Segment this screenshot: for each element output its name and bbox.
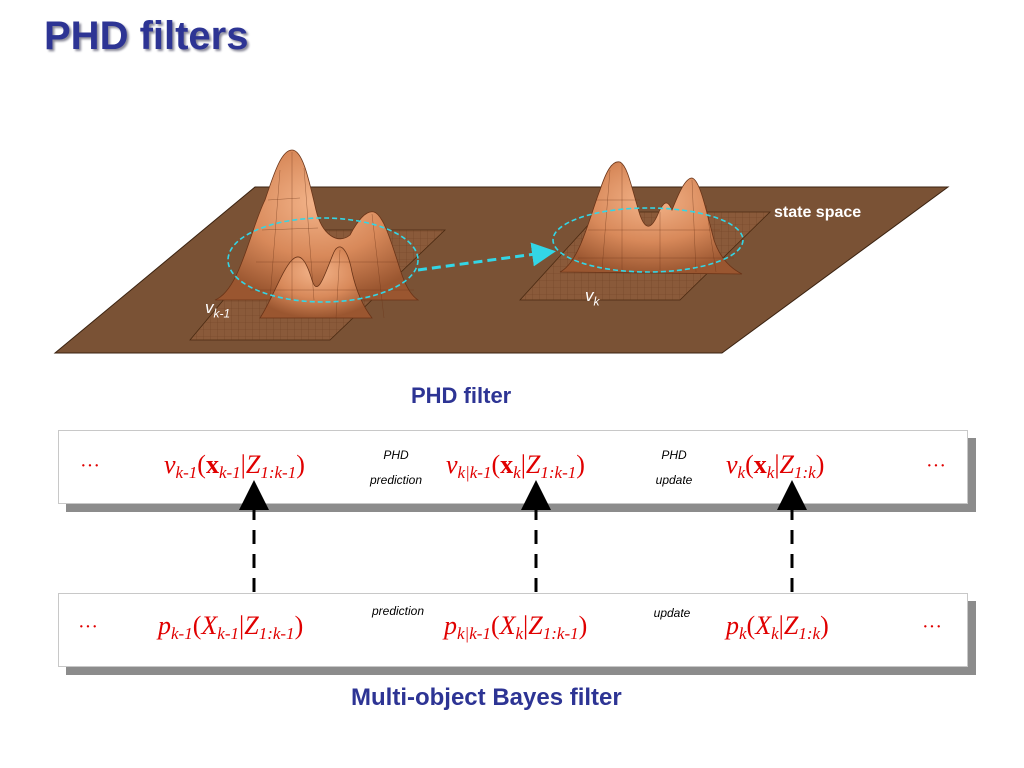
phd-prediction-label-top: PHD bbox=[383, 448, 409, 462]
bayes-term-prev: pk-1(Xk-1|Z1:k-1) bbox=[158, 611, 304, 643]
phd-filter-caption: PHD filter bbox=[411, 383, 512, 408]
bayes-filter-caption: Multi-object Bayes filter bbox=[351, 684, 622, 711]
region-ellipse-curr bbox=[552, 207, 744, 273]
phd-prediction-label-bottom: prediction bbox=[369, 473, 423, 487]
bayes-leading-dots: ··· bbox=[78, 616, 98, 638]
phd-term-prev: vk-1(xk-1|Z1:k-1) bbox=[164, 450, 305, 482]
bayes-filter-box bbox=[58, 593, 968, 667]
region-ellipse-prev bbox=[227, 217, 419, 303]
intensity-label-curr: vk bbox=[585, 286, 600, 309]
intensity-label-prev: vk-1 bbox=[205, 298, 231, 321]
slide-title: PHD filters bbox=[44, 14, 249, 58]
bayes-prediction-label: prediction bbox=[371, 604, 425, 618]
phd-term-predicted: vk|k-1(xk|Z1:k-1) bbox=[446, 450, 585, 482]
phd-term-updated: vk(xk|Z1:k) bbox=[726, 450, 825, 482]
transition-arrow bbox=[417, 242, 556, 272]
phd-update-label-bottom: update bbox=[655, 473, 693, 487]
bayes-update-label: update bbox=[653, 606, 691, 620]
bayes-term-updated: pk(Xk|Z1:k) bbox=[726, 611, 829, 643]
state-space-label: state space bbox=[774, 204, 862, 221]
bayes-trailing-dots: ··· bbox=[922, 616, 942, 638]
phd-leading-dots: ··· bbox=[80, 455, 100, 477]
phd-trailing-dots: ··· bbox=[926, 455, 946, 477]
intensity-surface-curr bbox=[559, 161, 743, 275]
phd-update-label-top: PHD bbox=[661, 448, 687, 462]
phd-filter-box bbox=[58, 430, 968, 504]
bayes-term-predicted: pk|k-1(Xk|Z1:k-1) bbox=[444, 611, 588, 643]
